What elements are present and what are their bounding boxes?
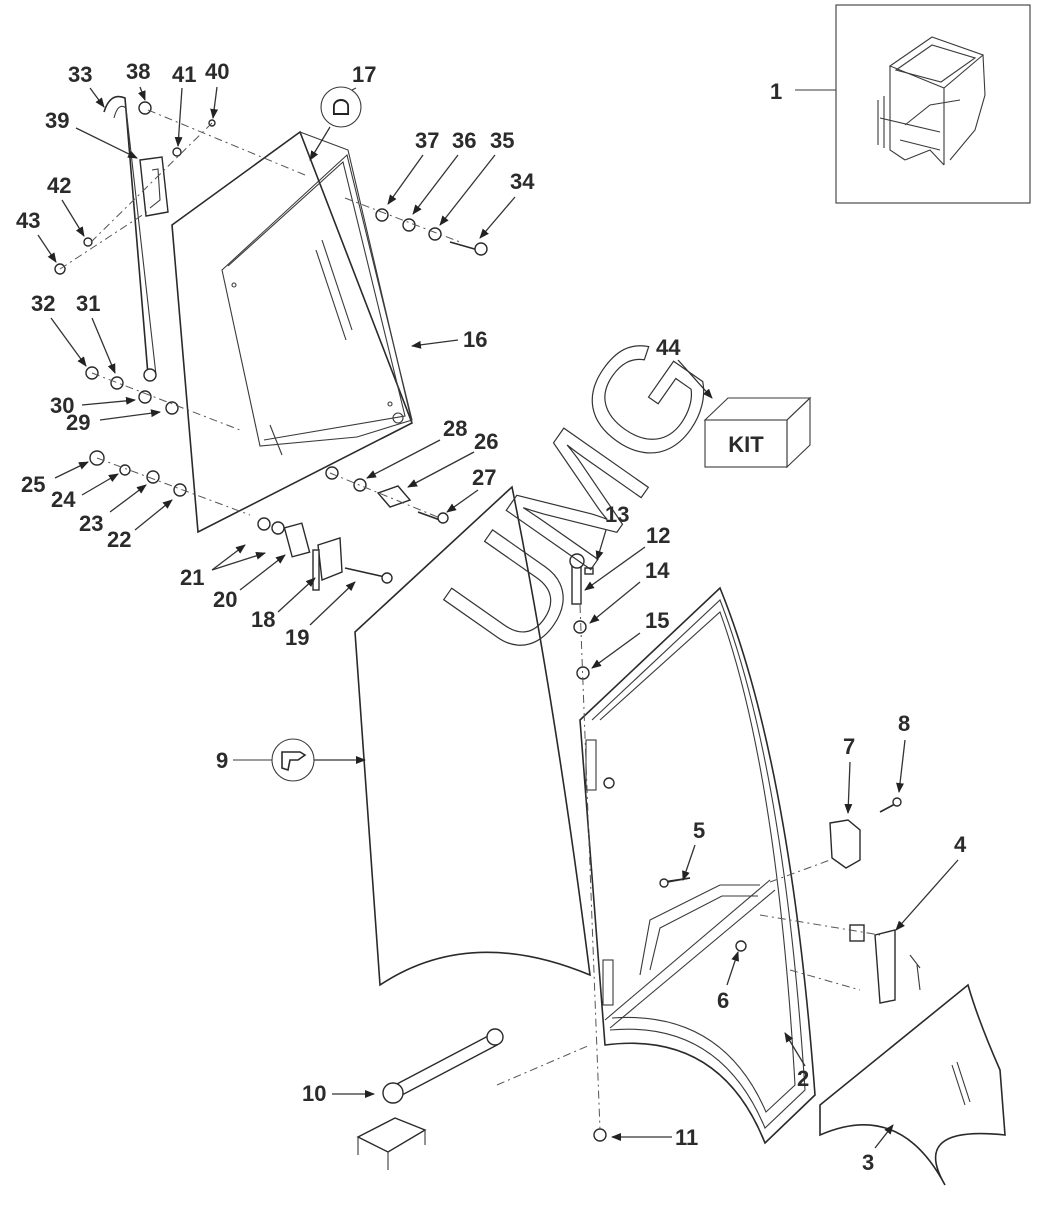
- callout-34: 34: [510, 169, 535, 194]
- caulk-gun-icon: [281, 751, 307, 772]
- callout-43: 43: [16, 208, 40, 233]
- callout-22: 22: [107, 527, 131, 552]
- callout-16: 16: [463, 327, 487, 352]
- callout-21: 21: [180, 565, 204, 590]
- kit-box: KIT: [703, 396, 812, 469]
- callout-40: 40: [205, 59, 229, 84]
- callout-25: 25: [21, 472, 45, 497]
- callout-30: 30: [50, 393, 74, 418]
- callout-32: 32: [31, 291, 55, 316]
- callout-5: 5: [693, 818, 705, 843]
- door-frame: [579, 586, 816, 1145]
- callout-7: 7: [843, 734, 855, 759]
- rear-window-glass: [171, 130, 414, 534]
- callout-29: 29: [66, 410, 90, 435]
- watermark: UMG: [410, 304, 748, 687]
- assembly-centerlines: [59, 109, 881, 1131]
- callout-39: 39: [45, 108, 69, 133]
- callout-18: 18: [251, 607, 275, 632]
- callout-27: 27: [472, 465, 496, 490]
- catch-bracket: [139, 156, 169, 217]
- callout-38: 38: [126, 59, 150, 84]
- callout-19: 19: [285, 625, 309, 650]
- callout-6: 6: [717, 988, 729, 1013]
- sealant-icon: ᗝ: [332, 95, 350, 120]
- cab-frame-icon: [877, 36, 986, 166]
- callout-31: 31: [76, 291, 100, 316]
- callout-44: 44: [656, 335, 681, 360]
- callout-15: 15: [645, 608, 669, 633]
- callout-20: 20: [213, 587, 237, 612]
- hinge: [283, 522, 393, 591]
- callout-36: 36: [452, 128, 476, 153]
- pin: [569, 553, 594, 605]
- callout-33: 33: [68, 62, 92, 87]
- bolt: [449, 241, 488, 256]
- callout-42: 42: [47, 173, 71, 198]
- callout-23: 23: [79, 511, 103, 536]
- kit-label: KIT: [728, 432, 764, 457]
- callout-11: 11: [675, 1125, 698, 1150]
- door-glass: [354, 485, 591, 987]
- callout-1: 1: [770, 79, 782, 104]
- washers: [54, 101, 747, 1142]
- callout-2: 2: [797, 1066, 809, 1091]
- lock-handle: [849, 924, 921, 1004]
- latch: [829, 797, 902, 869]
- callout-9: 9: [216, 748, 228, 773]
- callout-41: 41: [172, 62, 196, 87]
- gas-strut: [356, 1028, 504, 1170]
- callout-8: 8: [898, 711, 910, 736]
- bolts-5-8: [659, 877, 691, 888]
- callouts: 1 2 3 4 5 6 7 8 9 10 11 12 13 14 15 16 1…: [16, 59, 967, 1175]
- callout-14: 14: [645, 558, 670, 583]
- callout-10: 10: [302, 1081, 326, 1106]
- callout-4: 4: [954, 832, 967, 857]
- sealant-gun-symbol-9: [233, 738, 366, 782]
- callout-28: 28: [443, 416, 467, 441]
- callout-37: 37: [415, 128, 439, 153]
- door-handle: [639, 877, 760, 976]
- callout-17: 17: [352, 62, 376, 87]
- callout-35: 35: [490, 128, 514, 153]
- sealant-symbol-17: ᗝ: [309, 86, 362, 161]
- lower-door-glass: [819, 983, 1006, 1186]
- spacer-bolt: [376, 485, 449, 524]
- cab-inset-box: [795, 4, 1031, 204]
- callout-3: 3: [862, 1150, 874, 1175]
- callout-24: 24: [51, 487, 76, 512]
- callout-26: 26: [474, 429, 498, 454]
- callout-12: 12: [646, 523, 670, 548]
- callout-13: 13: [605, 502, 629, 527]
- support-rod: [103, 95, 157, 382]
